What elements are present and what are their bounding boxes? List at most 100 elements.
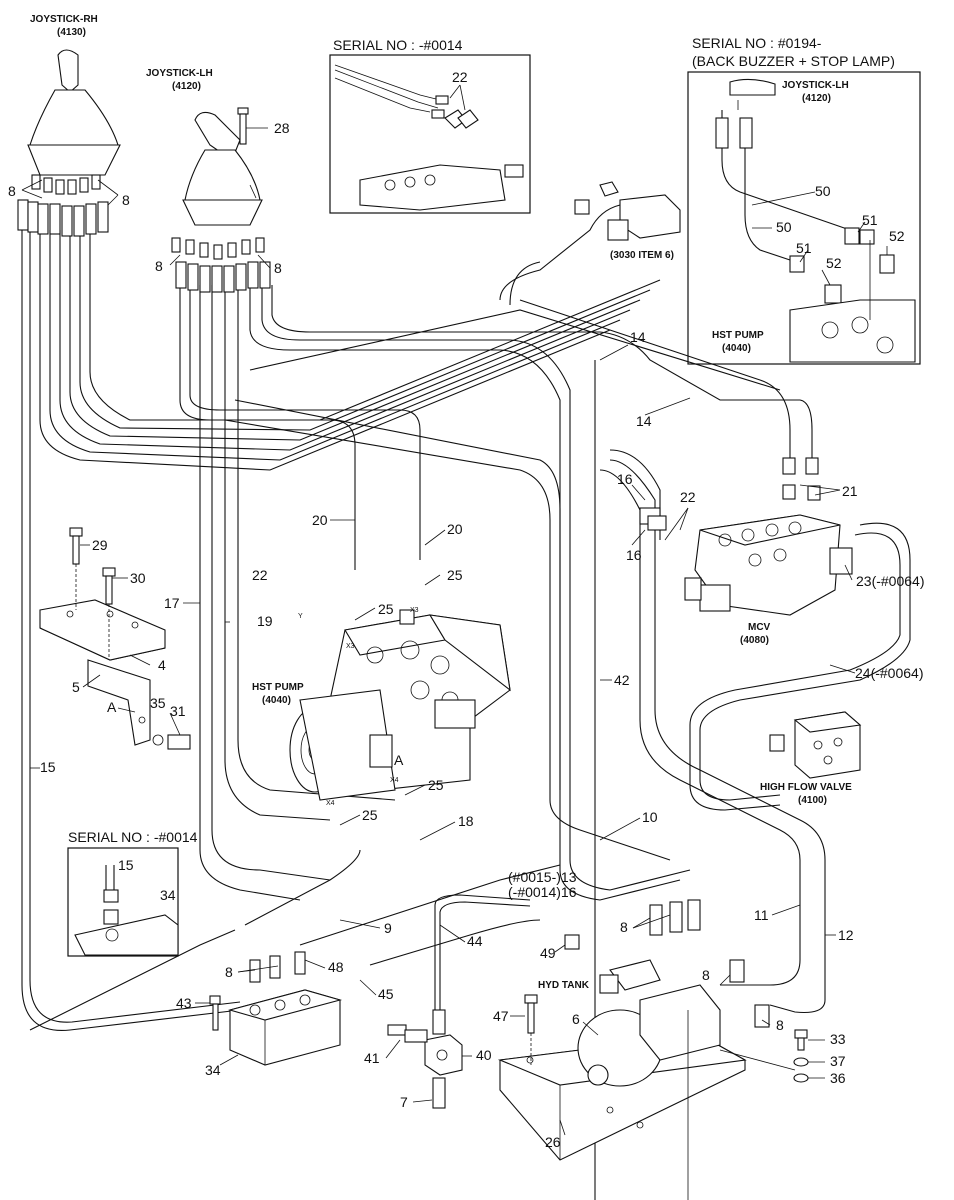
callout-18: 18: [458, 813, 474, 829]
callout-20: 20: [447, 521, 463, 537]
callout-7: 7: [400, 1094, 408, 1110]
callout-44: 44: [467, 933, 483, 949]
callout-29: 29: [92, 537, 108, 553]
callout-50: 50: [815, 183, 831, 199]
port-y: Y: [298, 613, 303, 620]
callout-34: 34: [160, 887, 176, 903]
callout-36: 36: [830, 1070, 846, 1086]
callout-51: 51: [862, 212, 878, 228]
inset-serial-top: [329, 54, 531, 214]
hst-pump-title: HST PUMP: [252, 682, 304, 693]
callout-25: 25: [428, 777, 444, 793]
callout-41: 41: [364, 1050, 380, 1066]
bracket-5: [87, 659, 151, 746]
accumulator-6: [497, 899, 770, 1200]
callout-5: 5: [72, 679, 80, 695]
callout-13: (#0015-)13: [508, 869, 577, 885]
hose-bundle-joystick-rh: [21, 230, 661, 1031]
callout-20: 20: [312, 512, 328, 528]
callout-49: 49: [540, 945, 556, 961]
bolt-47: [524, 994, 538, 1065]
part-callouts: 8 8 28 8 8 22 50 50 51 52 51 52 14 14 16…: [8, 69, 925, 1150]
callout-22: 22: [252, 567, 268, 583]
callout-50: 50: [776, 219, 792, 235]
callout-51: 51: [796, 240, 812, 256]
inset-hst-pump-code: (4040): [722, 343, 751, 354]
callout-8: 8: [155, 258, 163, 274]
callout-25: 25: [447, 567, 463, 583]
callout-25: 25: [362, 807, 378, 823]
callout-30: 30: [130, 570, 146, 586]
joystick-lh-fittings: [171, 237, 271, 293]
callout-19: 19: [257, 613, 273, 629]
inset-joystick-lh-title: JOYSTICK-LH: [782, 80, 849, 91]
callout-33: 33: [830, 1031, 846, 1047]
callout-48: 48: [328, 959, 344, 975]
high-flow-valve-title: HIGH FLOW VALVE: [760, 782, 852, 793]
callout-8: 8: [274, 260, 282, 276]
callout-8: 8: [776, 1017, 784, 1033]
joystick-rh-code: (4130): [57, 27, 86, 38]
callout-15: 15: [118, 857, 134, 873]
inset-serial-right: [687, 71, 921, 365]
bracket-4: [39, 599, 166, 661]
fitting-35-31: [152, 734, 191, 750]
callout-17: 17: [164, 595, 180, 611]
callout-43: 43: [176, 995, 192, 1011]
callout-8: 8: [122, 192, 130, 208]
mcv: [639, 457, 853, 616]
serial-right-heading-1: SERIAL NO : #0194-: [692, 35, 822, 51]
callout-A: A: [107, 699, 117, 715]
callout-35: 35: [150, 695, 166, 711]
serial-right-heading-2: (BACK BUZZER + STOP LAMP): [692, 53, 895, 69]
callout-12: 12: [838, 927, 854, 943]
port-x3: X3: [410, 607, 419, 614]
block-40: [387, 1009, 463, 1109]
callout-24: 24(-#0064): [855, 665, 924, 681]
callout-22: 22: [452, 69, 468, 85]
callout-16: 16: [626, 547, 642, 563]
high-flow-valve-code: (4100): [798, 795, 827, 806]
callout-34: 34: [205, 1062, 221, 1078]
serial-bottom-heading: SERIAL NO : -#0014: [68, 829, 198, 845]
callout-23: 23(-#0064): [856, 573, 925, 589]
callout-21: 21: [842, 483, 858, 499]
hst-pump: [289, 609, 511, 801]
mcv-code: (4080): [740, 635, 769, 646]
hose-long-routes: [29, 204, 911, 1200]
callout-8: 8: [620, 919, 628, 935]
serial-top-heading: SERIAL NO : -#0014: [333, 37, 463, 53]
callout-8: 8: [8, 183, 16, 199]
callout-10: 10: [642, 809, 658, 825]
callout-14: 14: [636, 413, 652, 429]
callout-28: 28: [274, 120, 290, 136]
callout-4: 4: [158, 657, 166, 673]
solenoid-3030-caption: (3030 ITEM 6): [610, 250, 674, 261]
block-34: [209, 951, 343, 1066]
callout-47: 47: [493, 1008, 509, 1024]
inset-joystick-lh-code: (4120): [802, 93, 831, 104]
callout-8: 8: [702, 967, 710, 983]
hyd-tank-label: HYD TANK: [538, 980, 590, 991]
leader-lines: [21, 84, 888, 1136]
callout-14: 14: [630, 329, 646, 345]
hst-pump-code: (4040): [262, 695, 291, 706]
port-x4: X4: [390, 777, 399, 784]
port-x3: X3: [346, 643, 355, 650]
joystick-lh-code: (4120): [172, 81, 201, 92]
callout-15: 15: [40, 759, 56, 775]
joystick-rh: [17, 49, 121, 237]
callout-52: 52: [889, 228, 905, 244]
callout-25: 25: [378, 601, 394, 617]
bolt-29-30: [69, 527, 116, 660]
joystick-lh-title: JOYSTICK-LH: [146, 68, 213, 79]
component-captions: JOYSTICK-RH (4130) JOYSTICK-LH (4120) SE…: [30, 14, 895, 991]
callout-16: (-#0014)16: [508, 884, 577, 900]
inset-serial-bottom: [67, 847, 179, 957]
inset-hst-pump-title: HST PUMP: [712, 330, 764, 341]
callout-31: 31: [170, 703, 186, 719]
joystick-rh-title: JOYSTICK-RH: [30, 14, 98, 25]
callout-8: 8: [225, 964, 233, 980]
